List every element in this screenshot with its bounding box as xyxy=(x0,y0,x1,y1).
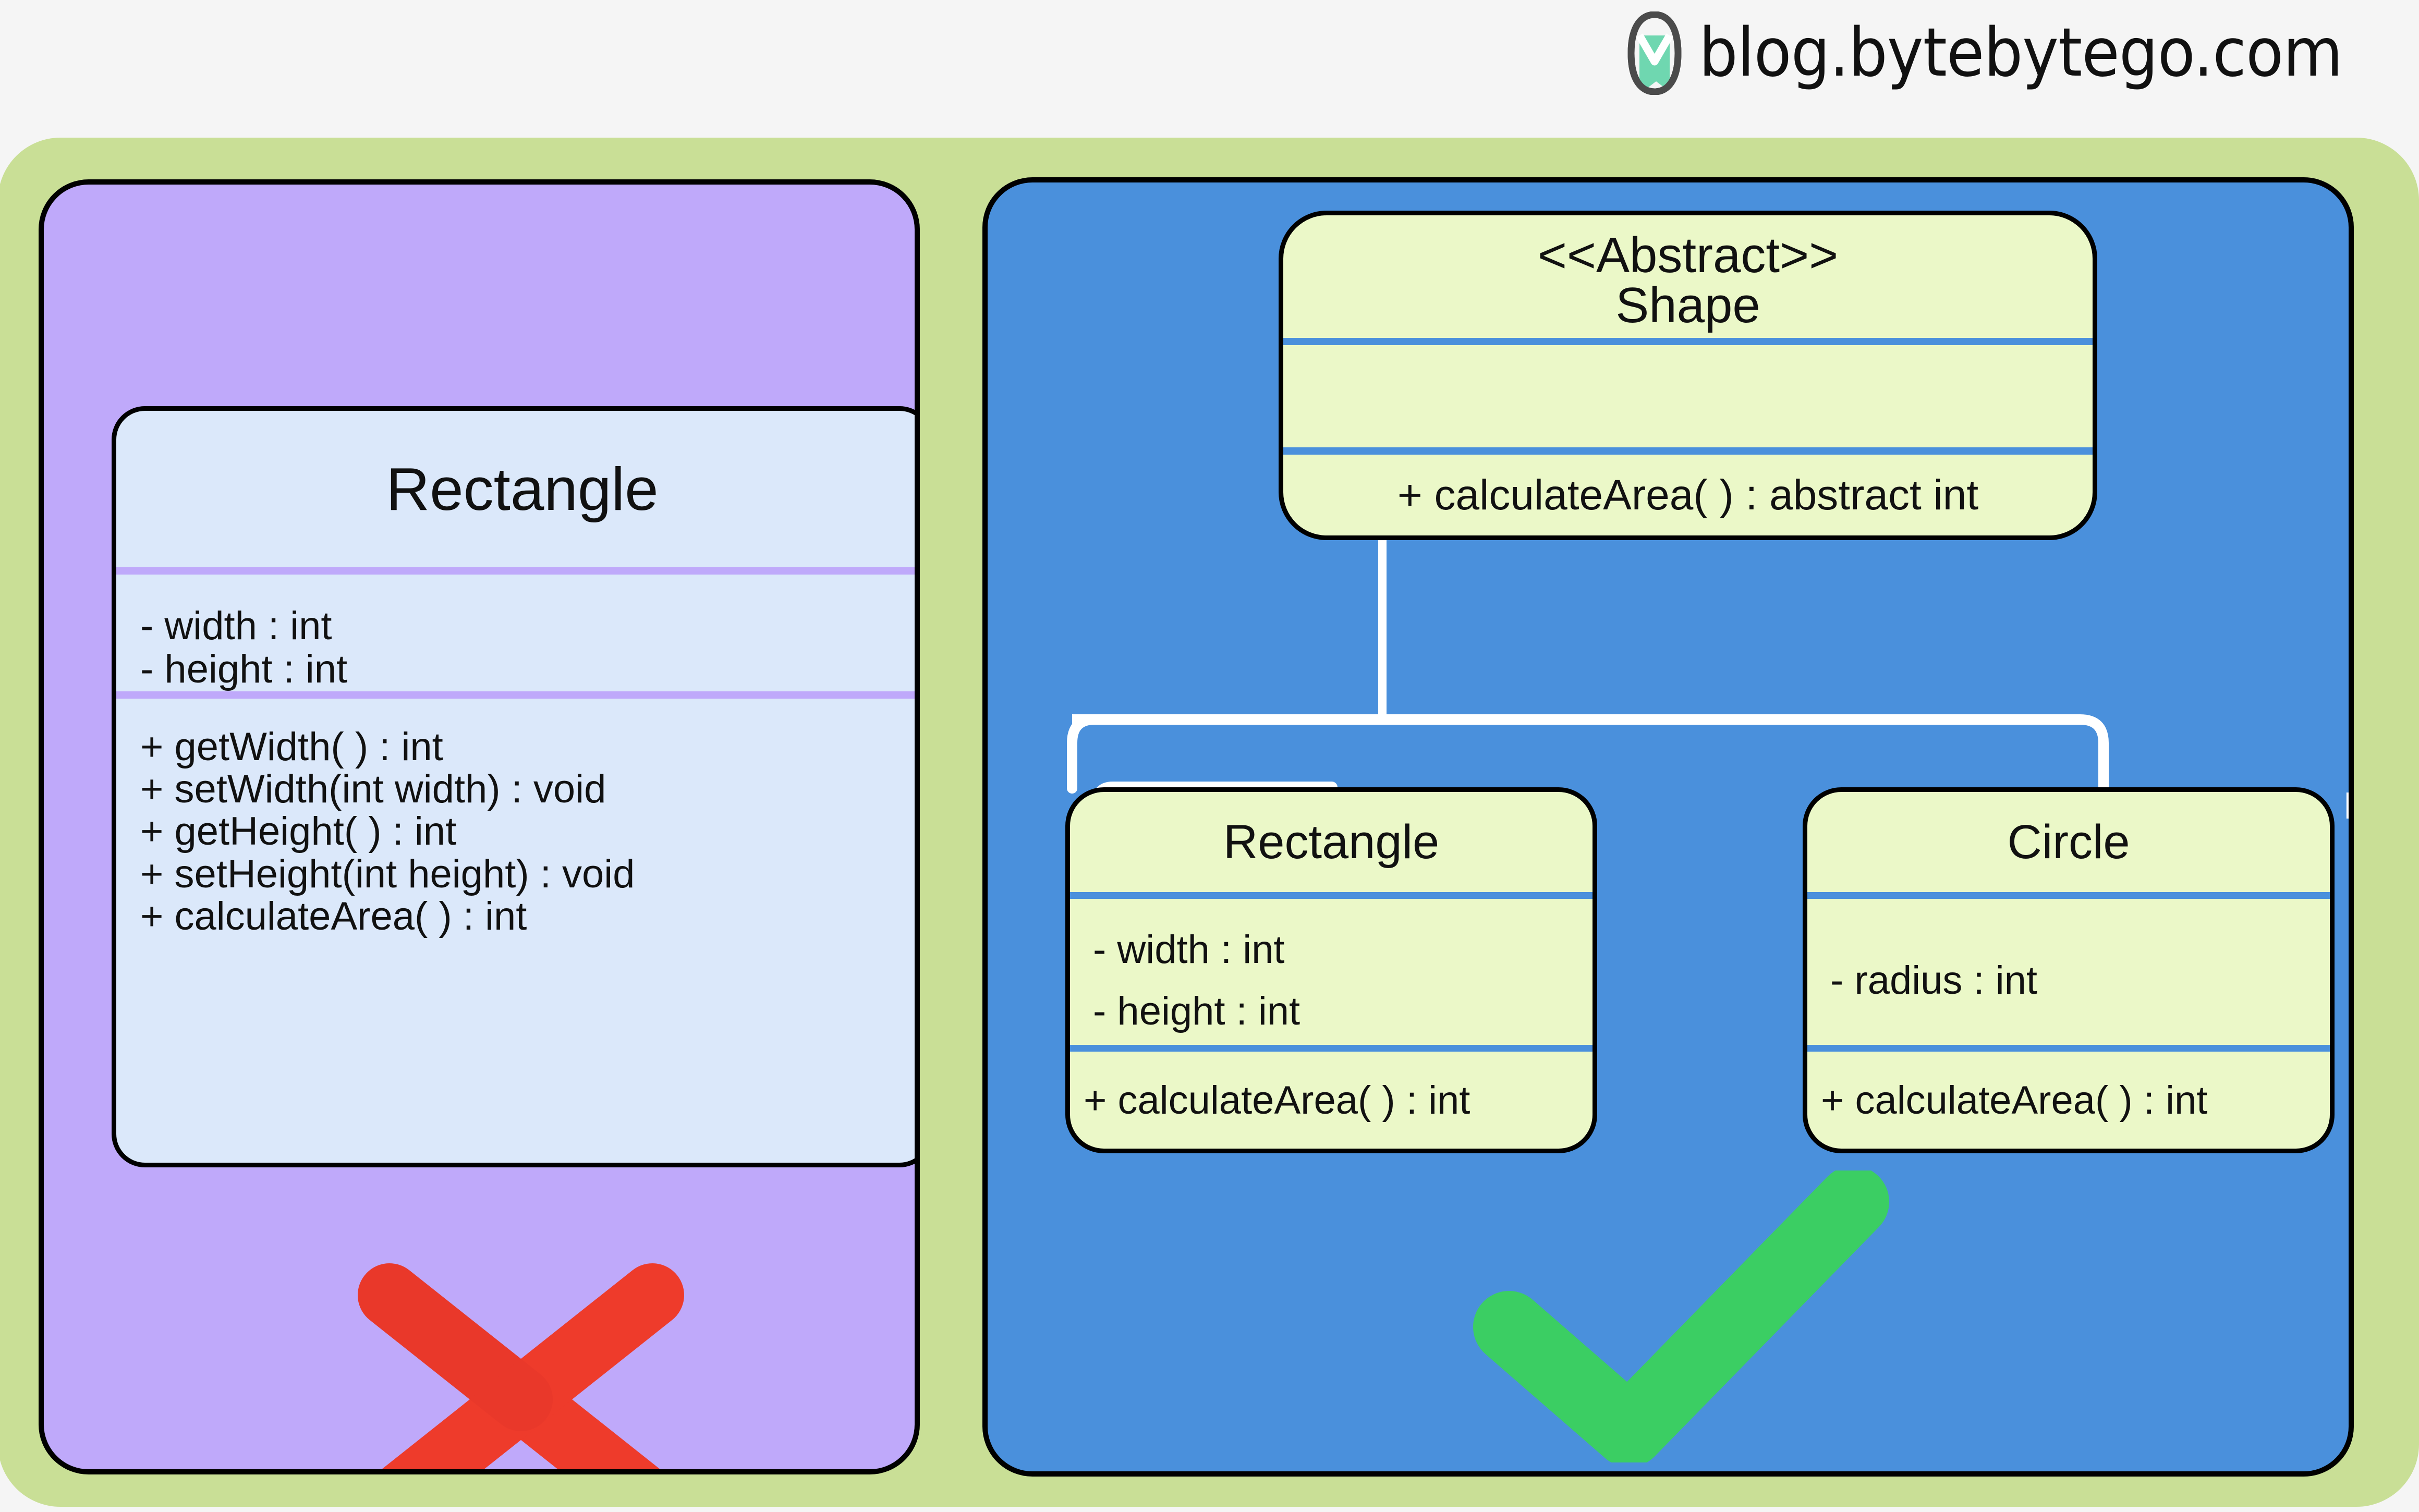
extends-label: Extends xyxy=(2343,785,2349,827)
section-divider xyxy=(1283,447,2093,455)
attributes-section xyxy=(1283,345,2093,447)
section-divider xyxy=(116,691,915,699)
operation-row: + calculateArea( ) : int xyxy=(1821,1078,2208,1123)
class-title-section: Rectangle xyxy=(116,411,915,567)
bytebytego-logo-icon xyxy=(1624,11,1685,95)
class-stereotype: <<Abstract>> xyxy=(1537,227,1839,283)
attributes-section: - width : int - height : int xyxy=(1070,899,1593,1045)
operation-row: + setHeight(int height) : void xyxy=(140,851,635,896)
brand-watermark: blog.bytebytego.com xyxy=(1624,11,2398,95)
operations-section: + getWidth( ) : int + setWidth(int width… xyxy=(116,699,915,938)
operation-row: + getWidth( ) : int xyxy=(140,724,443,769)
class-name: Rectangle xyxy=(386,455,659,523)
section-divider xyxy=(1070,892,1593,899)
cross-icon xyxy=(349,1259,693,1469)
good-example-panel: Extends <<Abstract>> Shape + calculateAr… xyxy=(982,177,2354,1477)
class-title-section: <<Abstract>> Shape xyxy=(1283,215,2093,338)
section-divider xyxy=(1070,1045,1593,1052)
uml-class-rectangle-monolithic[interactable]: Rectangle - width : int - height : int +… xyxy=(112,406,915,1167)
attribute-row: - radius : int xyxy=(1830,958,2038,1003)
section-divider xyxy=(1807,892,2330,899)
attribute-row: - height : int xyxy=(140,647,348,691)
operation-row: + setWidth(int width) : void xyxy=(140,766,606,811)
bad-example-panel: Rectangle - width : int - height : int +… xyxy=(39,179,920,1474)
attribute-row: - width : int xyxy=(140,604,332,648)
class-title-section: Circle xyxy=(1807,792,2330,892)
operations-section: + calculateArea( ) : int xyxy=(1070,1052,1593,1149)
section-divider xyxy=(1283,338,2093,345)
operations-section: + calculateArea( ) : int xyxy=(1807,1052,2330,1149)
brand-site-label: blog.bytebytego.com xyxy=(1698,14,2343,92)
attributes-section: - radius : int xyxy=(1807,899,2330,1045)
section-divider xyxy=(116,567,915,575)
class-name: Rectangle xyxy=(1223,815,1440,869)
section-divider xyxy=(1807,1045,2330,1052)
attribute-row: - height : int xyxy=(1093,989,1300,1033)
attribute-row: - width : int xyxy=(1093,928,1285,972)
class-title-section: Rectangle xyxy=(1070,792,1593,892)
uml-class-circle-subclass[interactable]: Circle - radius : int + calculateArea( )… xyxy=(1803,787,2335,1153)
operation-row: + calculateArea( ) : int xyxy=(140,894,527,938)
uml-class-rectangle-subclass[interactable]: Rectangle - width : int - height : int +… xyxy=(1065,787,1597,1153)
class-name: Circle xyxy=(2007,815,2130,869)
uml-class-shape-abstract[interactable]: <<Abstract>> Shape + calculateArea( ) : … xyxy=(1279,211,2097,540)
attributes-section: - width : int - height : int xyxy=(116,575,915,691)
operations-section: + calculateArea( ) : abstract int xyxy=(1283,455,2093,535)
check-icon xyxy=(1473,1166,1890,1467)
class-name: Shape xyxy=(1615,277,1760,333)
operation-row: + calculateArea( ) : abstract int xyxy=(1397,471,1979,519)
operation-row: + calculateArea( ) : int xyxy=(1084,1078,1470,1123)
operation-row: + getHeight( ) : int xyxy=(140,809,457,854)
